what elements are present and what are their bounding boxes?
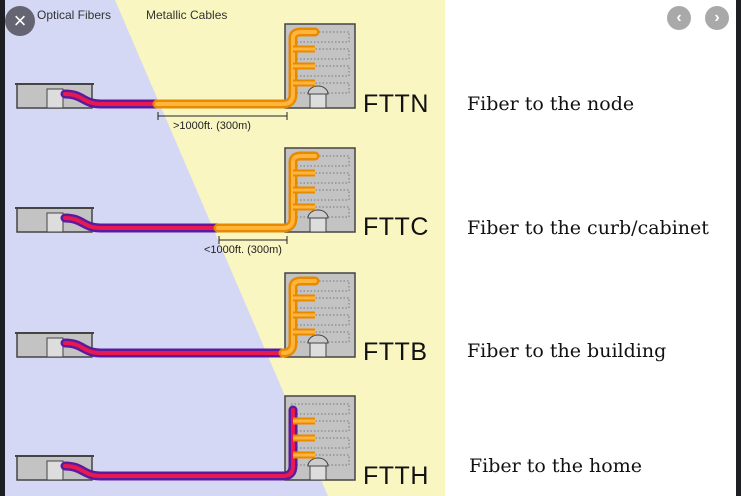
row-code-fttc: FTTC [363,213,429,241]
building-dome-fttn [307,85,329,95]
viewer-frame-left [0,0,5,496]
previous-image-button[interactable]: ‹ [667,6,691,30]
row-desc-fttb: Fiber to the building [467,340,667,362]
viewer-frame-right [736,0,741,496]
house-door-fttc [46,212,64,233]
building-entrance-ftth [309,465,327,481]
metallic-cables-label: Metallic Cables [146,8,228,22]
row-desc-ftth: Fiber to the home [469,455,642,477]
chevron-right-icon: › [714,9,720,26]
row-code-ftth: FTTH [363,462,429,490]
building-dome-ftth [307,457,329,467]
house-door-fttb [46,337,64,358]
building-dome-fttc [307,209,329,219]
row-desc-fttn: Fiber to the node [467,93,635,115]
row-desc-fttc: Fiber to the curb/cabinet [467,217,709,239]
fiber-cable-inner-fttn [63,92,159,106]
chevron-left-icon: ‹ [676,9,682,26]
distance-label-fttc: <1000ft. (300m) [204,244,282,256]
fiber-cable-inner-ftth [63,408,295,478]
row-code-fttb: FTTB [363,338,428,366]
row-code-fttn: FTTN [363,90,429,118]
building-entrance-fttc [309,217,327,233]
house-door-ftth [46,460,64,481]
close-button[interactable]: × [5,6,35,36]
next-image-button[interactable]: › [705,6,729,30]
building-entrance-fttb [309,342,327,358]
distance-label-fttn: >1000ft. (300m) [173,120,251,132]
optical-fibers-label: Optical Fibers [37,8,112,22]
fiber-cable-inner-fttb [63,341,285,355]
building-dome-fttb [307,334,329,344]
optical-zone-background [5,0,328,496]
copper-cable-inner-fttb [281,279,317,355]
fiber-cable-inner-fttc [63,216,220,230]
fttx-diagram: Optical Fibers Metallic Cables FTTN FTTC… [5,0,736,496]
house-door-fttn [46,88,64,109]
close-icon: × [13,8,27,33]
building-entrance-fttn [309,93,327,109]
diagram-canvas [5,0,445,496]
